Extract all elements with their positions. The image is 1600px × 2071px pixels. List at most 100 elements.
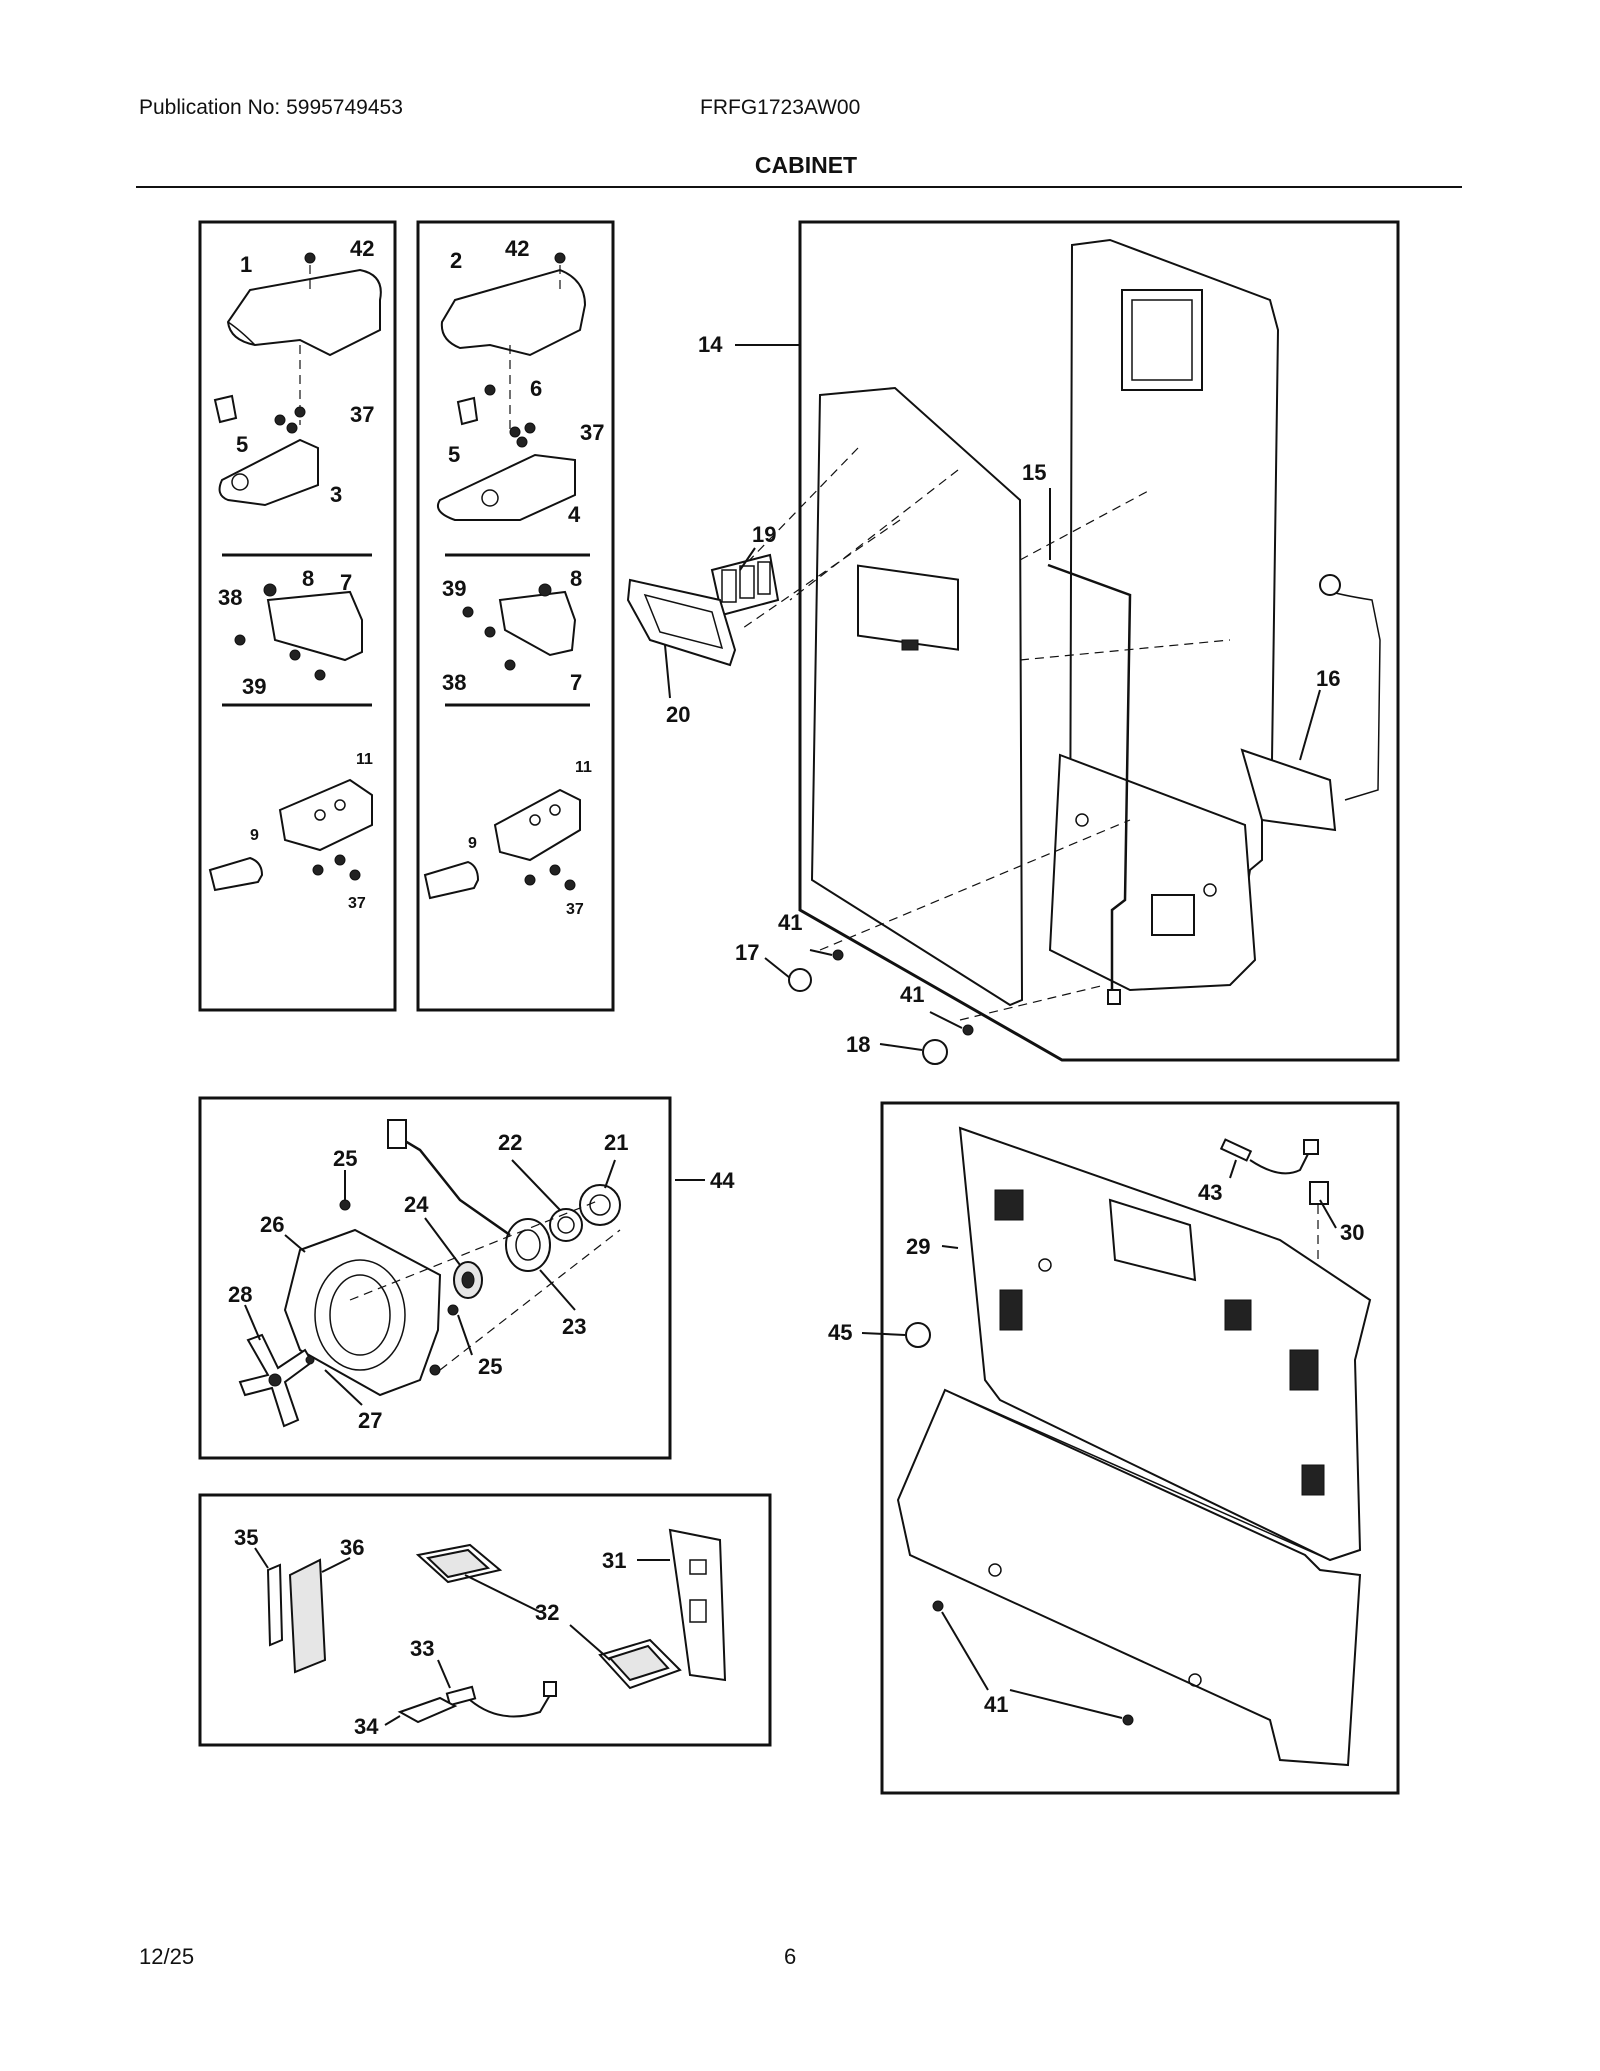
cover-recess: [1108, 1198, 1197, 1282]
callout: 45: [828, 1320, 852, 1345]
screw-42-left: [304, 252, 316, 264]
callout: 42: [505, 236, 529, 261]
callout: 36: [340, 1535, 364, 1560]
plug-17: [788, 968, 812, 992]
panel-left-hinge: 1 42 37 5 3 8 38 7 39 11 9 37: [198, 220, 397, 1012]
sensor-33: [445, 1685, 477, 1707]
callout: 31: [602, 1548, 626, 1573]
callout: 37: [566, 901, 584, 918]
panel-controls-frame: [198, 1493, 772, 1747]
footer-date: 12/25: [139, 1944, 195, 1969]
cap-9-right: [423, 860, 480, 900]
callout: 41: [778, 910, 802, 935]
callout: 25: [333, 1146, 357, 1171]
callout: 35: [234, 1525, 258, 1550]
callout: 14: [698, 332, 723, 357]
model-number: FRFG1723AW00: [700, 96, 861, 119]
screw-41b: [962, 1024, 974, 1036]
bracket-7-left: [266, 590, 363, 662]
callout: 6: [530, 376, 542, 401]
hinge-4: [436, 453, 576, 521]
callout: 41: [984, 1692, 1008, 1717]
callout: 18: [846, 1032, 870, 1057]
wire-harness-16: [1324, 589, 1381, 801]
panel-left-hinge-frame: [198, 220, 397, 1012]
switch-30: [1309, 1181, 1329, 1205]
screw-42-right: [554, 252, 566, 264]
panel-fan: 25 22 21 44 24 26 28 23 25 27: [198, 1096, 735, 1460]
callout: 15: [1022, 460, 1046, 485]
bracket-21: [579, 1184, 621, 1226]
bracket-5-left: [213, 394, 238, 424]
lower-hinge-11-left: [278, 778, 373, 852]
panel-fan-frame: [198, 1096, 672, 1460]
callout: 9: [250, 827, 259, 844]
fan-shroud-26: [283, 1228, 442, 1397]
callout: 25: [478, 1354, 502, 1379]
cover-front-lip-29: [896, 1388, 1362, 1767]
callout: 34: [354, 1714, 379, 1739]
cover-back-plate: [958, 1126, 1372, 1562]
panel-cover: 43 29 30 45 41: [828, 1101, 1400, 1795]
callout: 17: [735, 940, 759, 965]
callout: 26: [260, 1212, 284, 1237]
callout: 7: [340, 570, 352, 595]
panel-cover-frame: [880, 1101, 1400, 1795]
callout: 19: [752, 522, 776, 547]
publication-number: Publication No: 5995749453: [139, 96, 403, 119]
callout: 11: [356, 751, 373, 768]
cap-9-left: [208, 856, 264, 892]
callout: 24: [404, 1192, 429, 1217]
callout: 8: [570, 566, 582, 591]
callout: 39: [242, 674, 266, 699]
callout: 32: [535, 1600, 559, 1625]
callout: 2: [450, 248, 462, 273]
callout: 9: [468, 835, 477, 852]
bracket-7-right: [498, 590, 577, 657]
liner-opening: [857, 564, 959, 651]
hinge-cover-left: [226, 268, 382, 357]
sensor-43: [1219, 1138, 1253, 1162]
fan-motor-23: [505, 1218, 551, 1272]
hinge-cover-right: [440, 268, 587, 357]
callout: 22: [498, 1130, 522, 1155]
callout: 7: [570, 670, 582, 695]
callout: 1: [240, 252, 252, 277]
bracket-35: [266, 1563, 284, 1647]
callout: 23: [562, 1314, 586, 1339]
callout: 20: [666, 702, 690, 727]
bracket-22: [549, 1208, 583, 1242]
panel-liner-frame: [798, 220, 1400, 1062]
rear-cover-opening: [1121, 289, 1203, 391]
callout: 29: [906, 1234, 930, 1259]
panel-right-hinge-frame: [416, 220, 615, 1012]
callout: 4: [568, 502, 581, 527]
callout: 43: [1198, 1180, 1222, 1205]
callout: 33: [410, 1636, 434, 1661]
rear-bracket-16: [1240, 748, 1337, 832]
panel-right-hinge: 2 42 6 37 5 4 39 8 38 7 11 9 37: [416, 220, 615, 1012]
grille-36: [288, 1558, 327, 1674]
callout: 37: [580, 420, 604, 445]
callout: 8: [302, 566, 314, 591]
header-rule: [136, 186, 1462, 188]
air-duct: [1048, 753, 1257, 992]
callout: 42: [350, 236, 374, 261]
callout: 41: [900, 982, 924, 1007]
callout: 39: [442, 576, 466, 601]
section-title: CABINET: [754, 152, 858, 178]
callout: 27: [358, 1408, 382, 1433]
panel-controls: 35 36 31 32 33 34: [198, 1493, 772, 1747]
liner-panel-14: [810, 386, 1024, 1007]
callout: 37: [348, 895, 366, 912]
screw-41a: [832, 949, 844, 961]
control-board-31: [668, 1528, 727, 1682]
callout: 5: [448, 442, 460, 467]
panel-liner: 14 15 19 20 16 41 17 41 18: [626, 220, 1400, 1065]
callout: 30: [1340, 1220, 1364, 1245]
plug-18: [922, 1039, 948, 1065]
motor-harness: [394, 1133, 511, 1237]
callout: 5: [236, 432, 248, 457]
callout: 38: [218, 585, 242, 610]
